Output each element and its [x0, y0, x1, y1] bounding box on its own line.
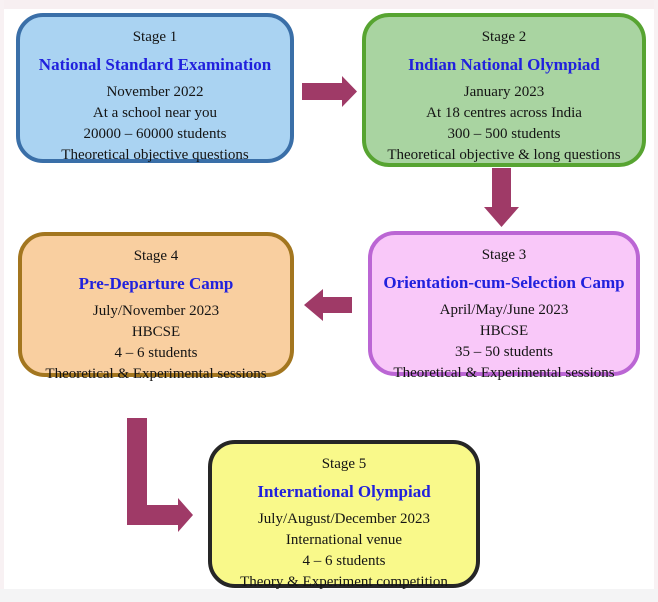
frame-left-band	[0, 0, 4, 602]
stage-2-box: Stage 2 Indian National Olympiad January…	[362, 13, 646, 167]
stage-1-box: Stage 1 National Standard Examination No…	[16, 13, 294, 163]
stage-5-label: Stage 5	[321, 456, 367, 472]
stage-4-label: Stage 4	[133, 248, 179, 264]
arrow-stage2-to-stage3-icon	[484, 168, 519, 227]
stage-4-detail: Theoretical & Experimental sessions	[45, 366, 267, 382]
stage-5-detail: July/August/December 2023	[257, 511, 431, 527]
stage-5-detail: Theory & Experiment competition	[240, 574, 448, 590]
frame-bottom-band	[0, 589, 658, 602]
stage-1-details: November 2022 At a school near you 20000…	[61, 82, 248, 166]
arrow-stage3-to-stage4-icon	[304, 289, 352, 321]
stage-2-detail: 300 – 500 students	[447, 126, 561, 142]
stage-3-details: April/May/June 2023 HBCSE 35 – 50 studen…	[393, 300, 614, 384]
arrow-stage1-to-stage2-icon	[302, 76, 357, 107]
frame-top-band	[0, 0, 658, 9]
stage-2-detail: January 2023	[463, 84, 545, 100]
stage-1-detail: Theoretical objective questions	[61, 147, 249, 163]
stage-5-detail: International venue	[285, 532, 403, 548]
arrow-stage4-to-stage5-icon	[127, 418, 193, 532]
stage-1-detail: At a school near you	[92, 105, 218, 121]
stage-2-detail: Theoretical objective & long questions	[387, 147, 621, 163]
stage-3-title: Orientation-cum-Selection Camp	[383, 273, 625, 292]
stage-3-detail: 35 – 50 students	[455, 344, 553, 360]
stage-2-label: Stage 2	[481, 29, 527, 45]
stage-2-title: Indian National Olympiad	[408, 55, 600, 74]
stage-1-detail: November 2022	[106, 84, 204, 100]
stage-5-details: July/August/December 2023 International …	[240, 509, 448, 593]
stage-3-label: Stage 3	[481, 247, 527, 263]
stage-4-detail: 4 – 6 students	[114, 345, 198, 361]
stage-4-detail: HBCSE	[131, 324, 181, 340]
stage-1-detail: 20000 – 60000 students	[83, 126, 227, 142]
stage-3-detail: Theoretical & Experimental sessions	[393, 365, 615, 381]
stage-1-label: Stage 1	[132, 29, 178, 45]
stage-4-box: Stage 4 Pre-Departure Camp July/November…	[18, 232, 294, 382]
stage-2-details: January 2023 At 18 centres across India …	[387, 82, 620, 166]
stage-2-detail: At 18 centres across India	[426, 105, 582, 121]
stage-3-box: Stage 3 Orientation-cum-Selection Camp A…	[368, 231, 640, 381]
stage-5-detail: 4 – 6 students	[302, 553, 386, 569]
stage-5-box: Stage 5 International Olympiad July/Augu…	[208, 440, 480, 590]
stage-3-detail: April/May/June 2023	[439, 302, 569, 318]
stage-4-title: Pre-Departure Camp	[78, 274, 234, 293]
frame-right-band	[654, 0, 658, 602]
stage-4-details: July/November 2023 HBCSE 4 – 6 students …	[45, 301, 266, 385]
stage-3-detail: HBCSE	[479, 323, 529, 339]
stage-4-detail: July/November 2023	[92, 303, 220, 319]
stage-1-title: National Standard Examination	[38, 55, 272, 74]
stage-5-title: International Olympiad	[257, 482, 431, 501]
